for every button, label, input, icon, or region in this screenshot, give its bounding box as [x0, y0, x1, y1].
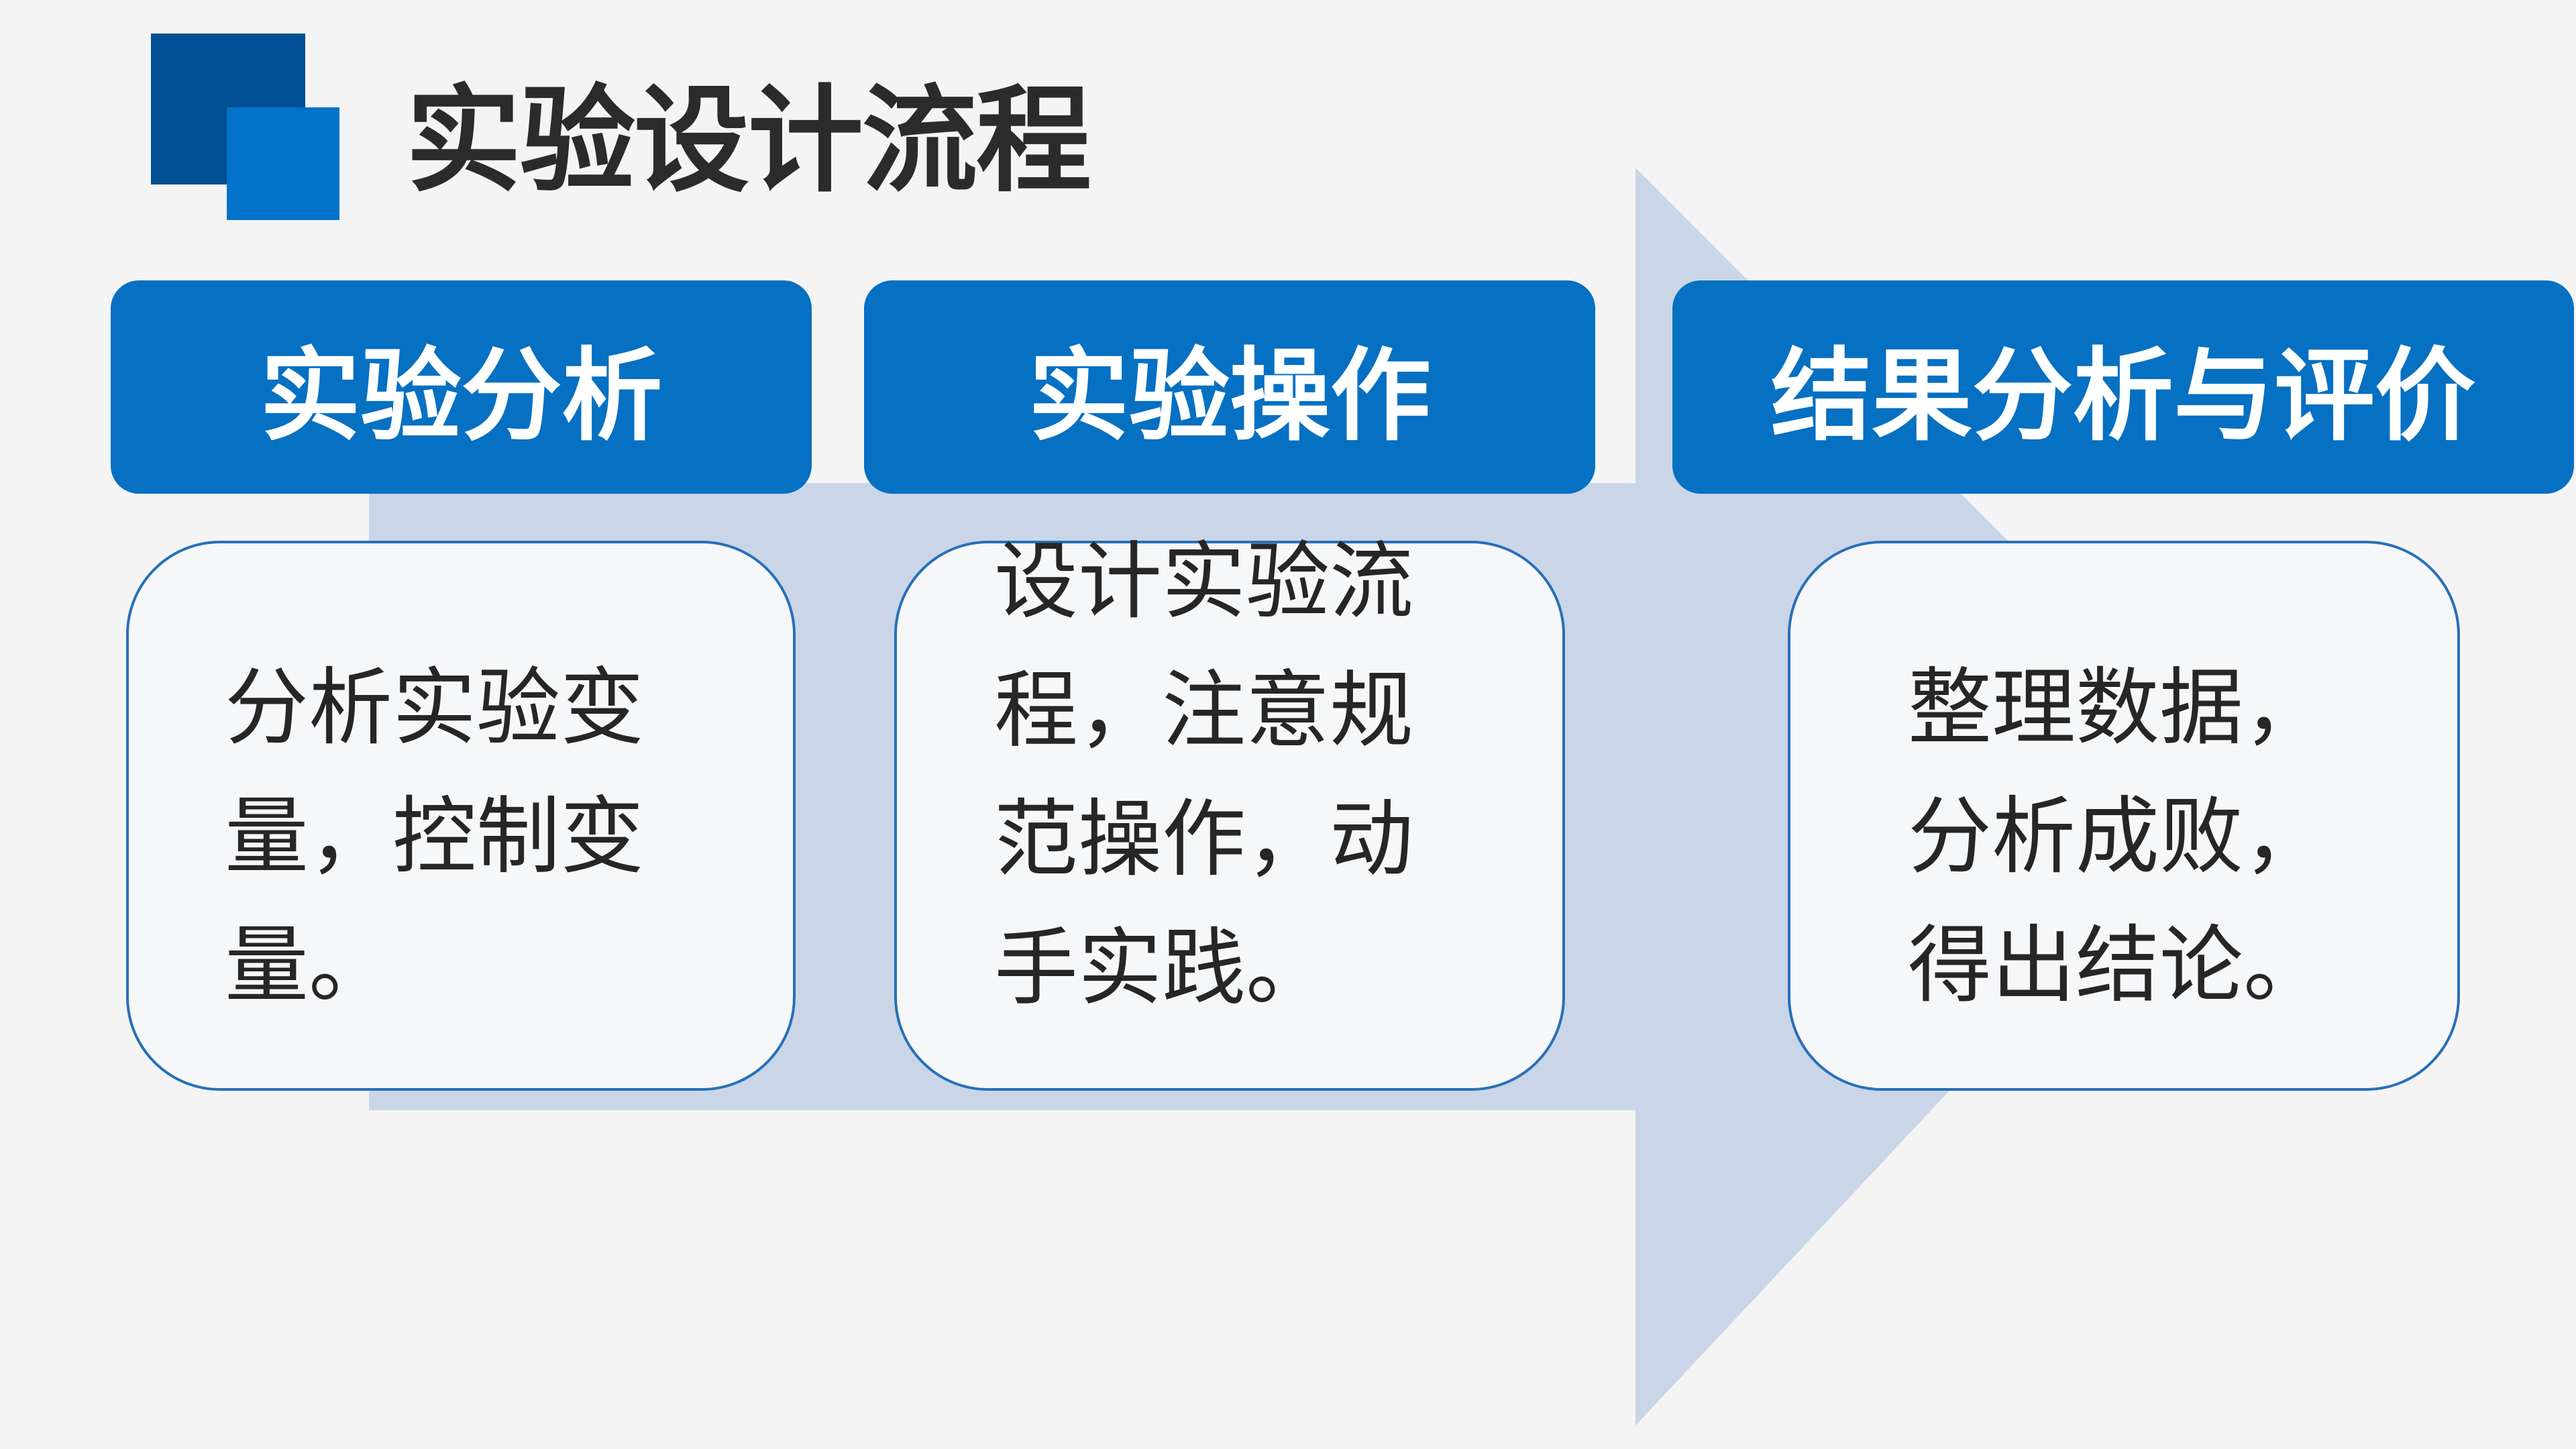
- step-card-operation: 设计实验流 程，注意规 范操作，动 手实践。: [894, 533, 1565, 1091]
- step-header-label: 结果分析与评价: [1770, 337, 2475, 455]
- step-description: 设计实验流 程，注意规 范操作，动 手实践。: [994, 533, 1413, 1017]
- page-title: 实验设计流程: [406, 73, 1091, 208]
- step-header-evaluation: 结果分析与评价: [1672, 280, 2574, 494]
- step-header-analysis: 实验分析: [111, 280, 812, 494]
- step-card-evaluation: 整理数据， 分析成败， 得出结论。: [1788, 541, 2460, 1091]
- title-decoration-square-light: [227, 107, 339, 220]
- step-card-analysis: 分析实验变 量，控制变 量。: [126, 541, 796, 1091]
- step-header-label: 实验操作: [1028, 337, 1431, 455]
- step-description: 分析实验变 量，控制变 量。: [225, 659, 644, 1014]
- step-header-operation: 实验操作: [864, 280, 1595, 494]
- step-description: 整理数据， 分析成败， 得出结论。: [1908, 659, 2327, 1014]
- step-header-label: 实验分析: [260, 337, 663, 455]
